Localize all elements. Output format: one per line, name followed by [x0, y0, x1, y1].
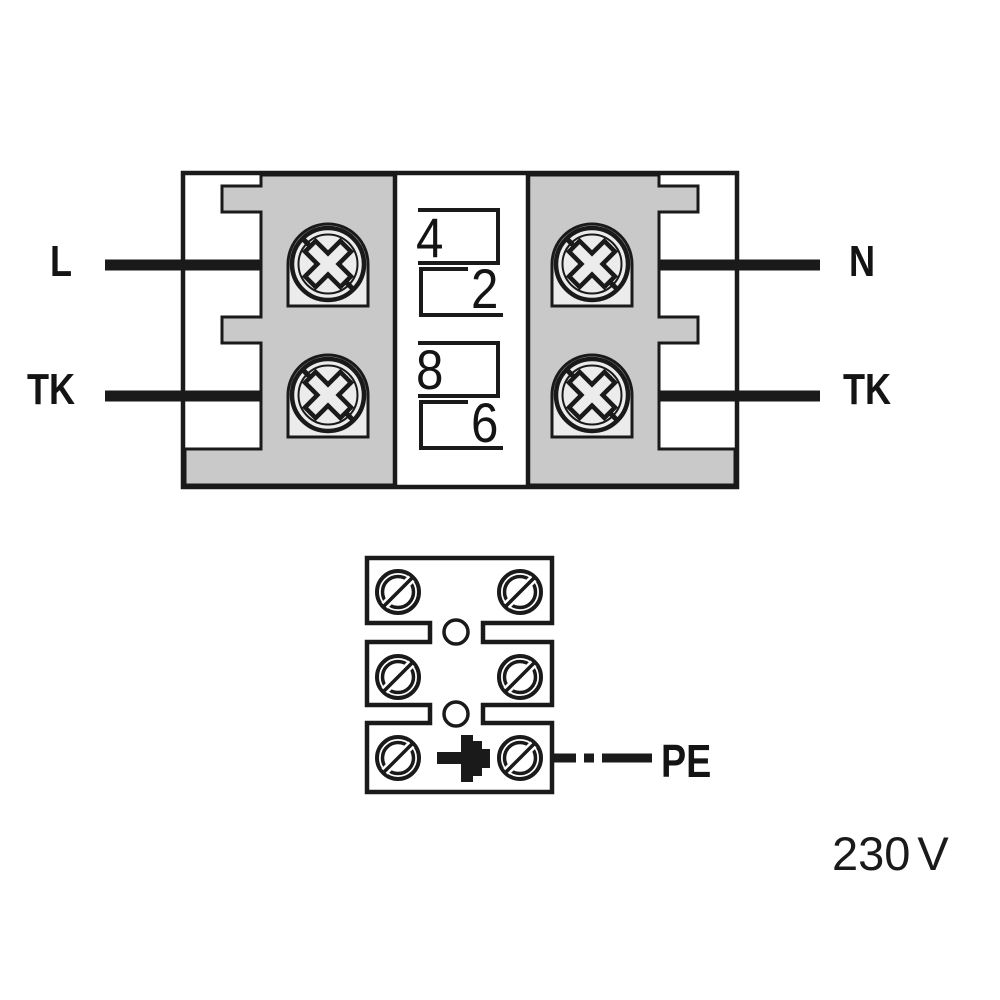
mounting-hole-icon	[442, 700, 470, 728]
bottom-block-outline	[364, 555, 555, 795]
cross-screw-icon	[288, 355, 368, 437]
slotted-screw-icon	[377, 656, 419, 698]
terminal-label-tk-left: TK	[27, 365, 76, 414]
terminal-wires	[105, 259, 820, 402]
pe-label: PE	[661, 735, 712, 787]
cross-screw-icon	[552, 224, 632, 306]
voltage-value: 230	[832, 827, 911, 880]
terminal-label-line: L	[50, 237, 73, 286]
terminal-number-2: 2	[471, 257, 499, 320]
earth-ground-icon	[437, 735, 490, 782]
slotted-screw-icon	[499, 737, 541, 779]
slotted-screw-icon	[377, 571, 419, 613]
voltage-unit: V	[917, 827, 949, 880]
terminal-number-boxes	[418, 208, 503, 450]
slotted-screw-icon	[499, 656, 541, 698]
terminal-label-tk-right: TK	[843, 365, 892, 414]
mounting-hole-icon	[442, 618, 470, 646]
bottom-terminal-block	[364, 555, 652, 795]
top-terminal-block	[105, 170, 820, 490]
terminal-number-4: 4	[416, 206, 444, 269]
terminal-number-8: 8	[416, 338, 444, 401]
terminal-number-6: 6	[471, 391, 499, 454]
cross-screw-icon	[552, 355, 632, 437]
terminal-label-neutral: N	[849, 237, 876, 286]
top-block-center-column	[392, 173, 531, 487]
slotted-screw-icon	[377, 737, 419, 779]
slotted-screw-icon	[499, 571, 541, 613]
cross-screw-icon	[288, 224, 368, 306]
